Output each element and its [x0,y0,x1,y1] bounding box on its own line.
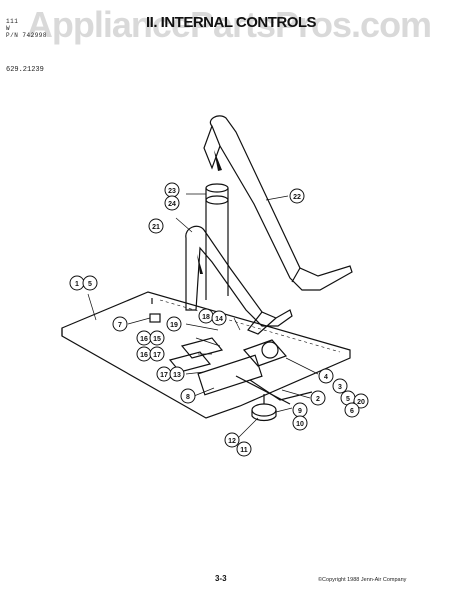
callout-17b: 17 [160,372,168,379]
duct-23 [205,188,229,300]
callout-1: 1 [75,281,79,288]
callout-4: 4 [324,374,328,381]
page-number: 3-3 [215,574,227,583]
callout-5: 5 [88,281,92,288]
callout-6: 6 [350,408,354,415]
callout-24: 24 [168,201,176,208]
callout-21: 21 [152,224,160,231]
callout-10: 10 [296,421,304,428]
callout-12: 12 [228,438,236,445]
header-line-2: W [6,25,11,32]
copyright: ©Copyright 1988 Jenn-Air Company [318,577,407,583]
base-plate [61,291,351,419]
callout-8: 8 [186,394,190,401]
callout-14: 14 [215,316,223,323]
header-line-3: P/N 742998 [6,32,48,39]
callout-16b: 16 [140,352,148,359]
callout-23: 23 [168,188,176,195]
part-number: 629.21239 [6,66,44,74]
header-line-1: 111 [6,18,19,25]
callout-19: 19 [170,322,178,329]
callout-17a: 17 [153,352,161,359]
callout-3: 3 [338,384,342,391]
page-title: II. INTERNAL CONTROLS [146,14,317,31]
callout-11: 11 [240,447,248,454]
callout-7: 7 [118,322,122,329]
watermark: AppliancePartsPros.com [26,4,432,45]
callout-16a: 16 [140,336,148,343]
callout-20: 20 [357,399,365,406]
header-block: 111 W P/N 742998 [6,18,47,39]
callout-15: 15 [153,336,161,343]
callout-18: 18 [202,314,210,321]
callout-13: 13 [173,372,181,379]
callout-22: 22 [293,194,301,201]
duct-22 [209,115,353,291]
knob [251,403,277,417]
callout-2: 2 [316,396,320,403]
callout-9: 9 [298,408,302,415]
callout-5b: 5 [346,396,350,403]
